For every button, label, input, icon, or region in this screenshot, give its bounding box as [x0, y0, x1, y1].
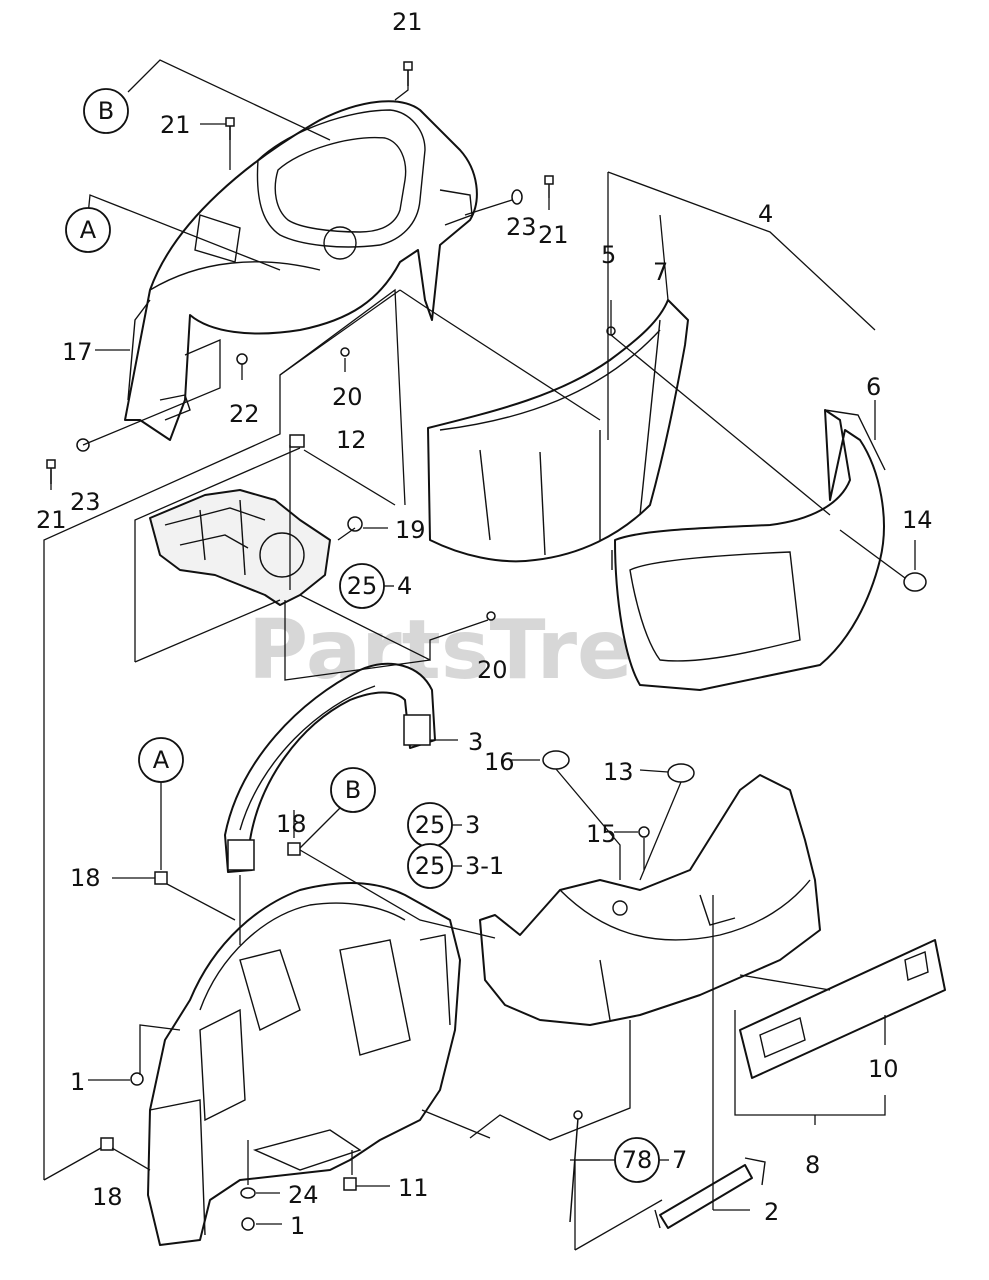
callout-20-upper: 20: [332, 383, 363, 411]
ref-label: B: [98, 97, 114, 125]
callout-7: 7: [653, 258, 668, 286]
lower-cover-part: [479, 774, 821, 1026]
callout-19: 19: [395, 516, 426, 544]
kit-callout-78-7: 78 7: [614, 1137, 687, 1183]
watermark-text: PartsTree: [248, 603, 688, 698]
callout-21-top: 21: [392, 8, 423, 36]
grab-handle-part: [224, 662, 436, 873]
callout-22: 22: [229, 400, 260, 428]
callout-23-right: 23: [506, 213, 537, 241]
callout-23-left: 23: [70, 488, 101, 516]
callout-10: 10: [868, 1055, 899, 1083]
decal-part: [739, 939, 946, 1079]
console-bracket-part: [149, 489, 331, 606]
ref-label: A: [153, 746, 170, 774]
dash-console-part: [124, 100, 478, 441]
callout-21-left: 21: [160, 111, 191, 139]
callout-3: 3: [468, 728, 483, 756]
kit-number: 78: [622, 1146, 653, 1174]
callout-18-left: 18: [70, 864, 101, 892]
callout-18-bottom: 18: [92, 1183, 123, 1211]
callout-20-lower: 20: [477, 656, 508, 684]
kit-suffix: 3: [465, 811, 480, 839]
callout-14: 14: [902, 506, 933, 534]
callout-11: 11: [398, 1174, 429, 1202]
hood-shell-part: [427, 299, 689, 563]
kit-suffix: 4: [397, 572, 412, 600]
ref-marker-a-mid: A: [138, 737, 184, 783]
support-rod-part: [654, 1157, 766, 1229]
callout-8: 8: [805, 1151, 820, 1179]
callout-12: 12: [336, 426, 367, 454]
callout-24: 24: [288, 1181, 319, 1209]
ref-marker-b-top: B: [83, 88, 129, 134]
ref-marker-b-mid: B: [330, 767, 376, 813]
callout-21-bottom: 21: [36, 506, 67, 534]
callout-18-mid: 18: [276, 810, 307, 838]
hood-frame-part: [611, 409, 886, 691]
long-bolt-part: [569, 1110, 583, 1223]
callout-21-right: 21: [538, 221, 569, 249]
callout-6: 6: [866, 373, 881, 401]
callout-1-left: 1: [70, 1068, 85, 1096]
kit-callout-25-4: 25 4: [339, 563, 412, 609]
callout-5: 5: [601, 241, 616, 269]
ref-label: B: [345, 776, 361, 804]
callout-17: 17: [62, 338, 93, 366]
kit-number: 25: [347, 572, 378, 600]
callout-1-bottom: 1: [290, 1212, 305, 1240]
callout-4: 4: [758, 200, 773, 228]
part-callouts: 21 21 21 21 23 23 17 22 20 20 12 19 5 7 …: [36, 8, 933, 1240]
kit-callout-25-3: 25 3: [407, 802, 480, 848]
console-body-part: [147, 882, 461, 1246]
kit-suffix: 7: [672, 1146, 687, 1174]
callout-15: 15: [586, 820, 617, 848]
kit-number: 25: [415, 811, 446, 839]
ref-label: A: [80, 216, 97, 244]
leader-lines: [43, 59, 916, 1251]
kit-number: 25: [415, 852, 446, 880]
callout-2: 2: [764, 1198, 779, 1226]
callout-16: 16: [484, 748, 515, 776]
kit-suffix: 3-1: [465, 852, 504, 880]
ref-marker-a-top: A: [65, 207, 111, 253]
kit-callout-25-3-1: 25 3-1: [407, 843, 504, 889]
callout-13: 13: [603, 758, 634, 786]
